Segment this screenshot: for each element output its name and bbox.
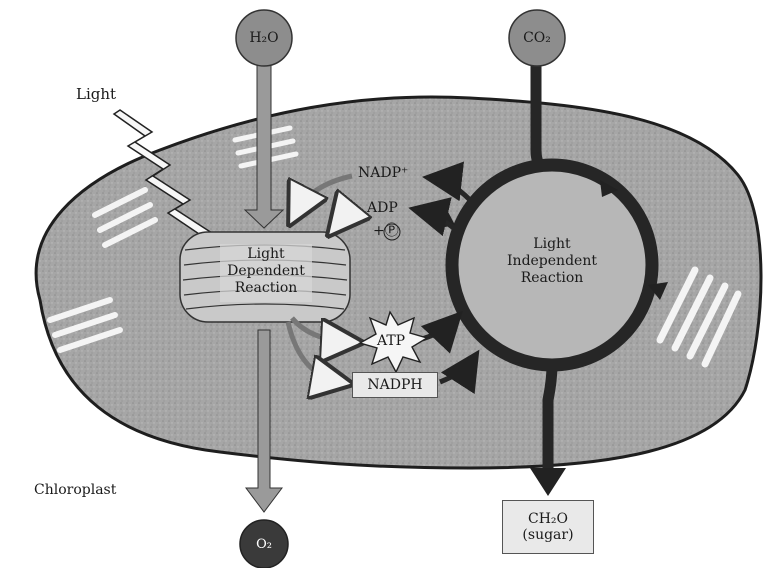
ldr-label: Light Dependent Reaction <box>220 246 312 297</box>
lir-label-line2: Independent <box>502 253 602 270</box>
sugar-box: CH₂O (sugar) <box>502 500 594 554</box>
co2-label: CO₂ <box>514 15 560 61</box>
sugar-arrowhead <box>530 468 566 496</box>
sugar-arrow <box>548 365 552 470</box>
nadph-box: NADPH <box>352 372 438 398</box>
adp-label: ADP <box>367 200 398 217</box>
pi-label: +Ⓟ <box>373 223 399 240</box>
sugar-name: (sugar) <box>522 527 573 543</box>
light-label: Light <box>76 86 116 103</box>
chloroplast-label: Chloroplast <box>34 482 116 499</box>
ldr-label-line3: Reaction <box>220 280 312 297</box>
nadp-plus-label: NADP⁺ <box>358 165 408 182</box>
o2-label: O₂ <box>241 521 287 567</box>
ldr-label-line2: Dependent <box>220 263 312 280</box>
lir-label: Light Independent Reaction <box>502 236 602 287</box>
atp-label: ATP <box>377 333 405 350</box>
lir-label-line3: Reaction <box>502 270 602 287</box>
lir-label-line1: Light <box>502 236 602 253</box>
sugar-formula: CH₂O <box>528 511 568 527</box>
h2o-label: H₂O <box>241 15 287 61</box>
ldr-label-line1: Light <box>220 246 312 263</box>
